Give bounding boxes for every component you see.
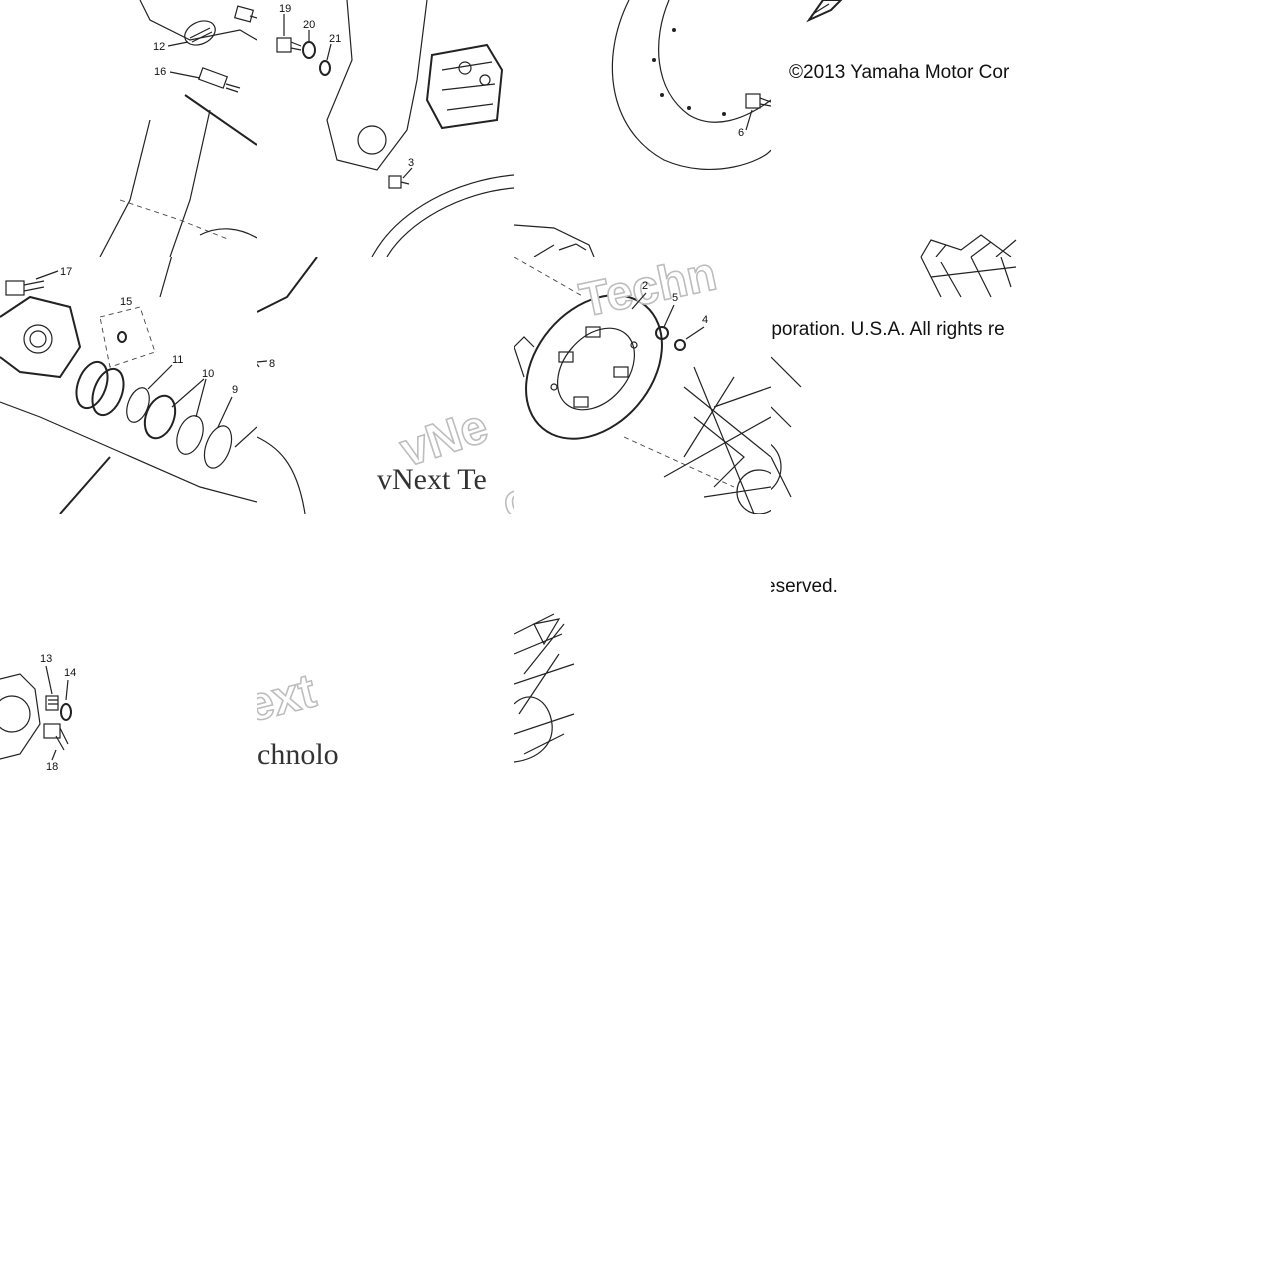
diagram-tile-front-disc: 6 (514, 0, 771, 257)
diagram-tile-hub-plate: Techn 2 5 4 (514, 257, 771, 514)
watermark-fragment-ext: ext (257, 664, 321, 732)
bolt-17-part (5, 280, 45, 296)
watermark-lower-drawing: ext chnolo (257, 664, 339, 771)
callout-16: 16 (154, 66, 166, 78)
bolt-16-part (197, 67, 241, 93)
bleeder-13-part (45, 695, 59, 711)
diagram-tile-copyright-bottom: eserved. (771, 514, 1028, 771)
hub-plate-part (525, 294, 663, 440)
watermark-drawing: 8 vNe vNext Te olo (257, 257, 514, 514)
watermark-fragment-chnolo: chnolo (257, 738, 339, 771)
lower-bolts-drawing: 13 14 18 (0, 653, 76, 771)
bolt-18-part (43, 723, 69, 751)
watermark-fragment-techn: Techn (575, 257, 721, 328)
watermark-fragment-olo: olo (498, 463, 514, 514)
wheel-spokes-upper (920, 234, 1017, 257)
diagram-tile-watermark-lower: ext chnolo (257, 514, 514, 771)
callout-11: 11 (172, 354, 183, 366)
diagram-tile-wheel-fragment (514, 514, 771, 771)
callout-10: 10 (202, 368, 214, 380)
callout-5: 5 (672, 292, 678, 304)
callout-14: 14 (64, 667, 76, 679)
watermark-text-line: vNext Te (377, 463, 487, 496)
diagram-tile-watermark: 8 vNe vNext Te olo (257, 257, 514, 514)
bolt-6-part (745, 93, 771, 109)
wheel-spokes-lower (771, 257, 1017, 498)
washer-21-part (319, 60, 331, 76)
callout-18: 18 (46, 761, 58, 771)
frame-bolts-drawing: 12 16 (99, 0, 257, 257)
ring-part (75, 360, 109, 410)
callout-4: 4 (702, 314, 708, 326)
diagram-tile-lower-bolts: 13 14 18 (0, 514, 257, 771)
nut-5-part (655, 326, 669, 340)
diagram-tile-frame-bolts: 12 16 (0, 0, 257, 257)
diagram-tile-caliper-exploded: 17 15 11 10 9 (0, 257, 257, 514)
callout-3: 3 (408, 157, 414, 169)
callout-15: 15 (120, 296, 132, 308)
piston-part (143, 394, 177, 440)
copyright-line-2: rporation. U.S.A. All rights re (771, 319, 1005, 340)
cap-12-part (184, 20, 216, 46)
copyright-line-1: ©2013 Yamaha Motor Cor (789, 62, 1010, 83)
callout-12: 12 (153, 41, 165, 53)
callout-8: 8 (269, 358, 275, 370)
caliper-exploded-drawing: 17 15 11 10 9 (0, 257, 257, 514)
callout-21: 21 (329, 33, 341, 45)
caliper-half-part (0, 295, 82, 379)
callout-6: 6 (738, 127, 744, 139)
washer-20-part (302, 41, 316, 59)
pad-part (176, 415, 204, 455)
callout-20: 20 (303, 19, 315, 31)
wheel-fragment-drawing (514, 613, 575, 763)
seal-small-part (117, 331, 127, 343)
bolt-3-part (388, 175, 410, 189)
bolt-top-part (233, 5, 257, 23)
nut-4-part (674, 339, 686, 351)
callout-9: 9 (232, 384, 238, 396)
bolt-19-part (276, 37, 302, 53)
cap-14-part (60, 703, 72, 721)
hub-plate-drawing: Techn 2 5 4 (514, 257, 771, 514)
copyright-line-3: eserved. (771, 576, 838, 597)
ring-part-2 (91, 367, 125, 417)
callout-17: 17 (60, 266, 72, 278)
callout-13: 13 (40, 653, 52, 665)
diagram-tile-copyright-top: ©2013 Yamaha Motor Cor (771, 0, 1028, 257)
diagram-tile-copyright-middle: rporation. U.S.A. All rights re (771, 257, 1028, 514)
diagram-tile-caliper: 19 20 21 3 (257, 0, 514, 257)
shim-part (203, 425, 233, 469)
callout-19: 19 (279, 3, 291, 15)
callout-2: 2 (642, 280, 648, 292)
fwd-arrow-drawing (806, 0, 843, 23)
caliper-drawing: 19 20 21 3 (276, 0, 514, 257)
caliper-body-part (425, 43, 504, 130)
front-disc-drawing: 6 (514, 0, 771, 257)
